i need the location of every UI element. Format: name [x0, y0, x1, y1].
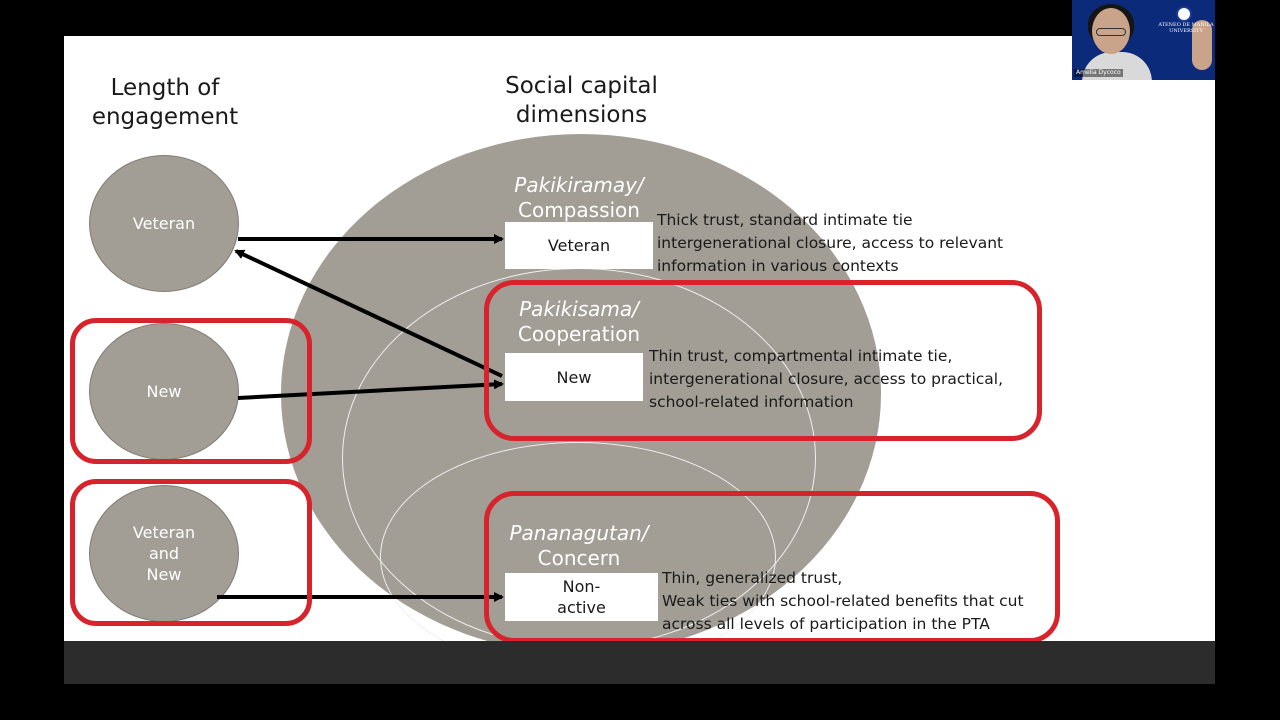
- webcam-thumbnail[interactable]: ATENEO DE MANILA UNIVERSITY Amelia Dycoc…: [1072, 0, 1215, 80]
- dimension-box-new: New: [505, 353, 643, 401]
- dimension-title-cooperation: Pakikisama/ Cooperation: [484, 297, 674, 347]
- presentation-bottom-bar: [64, 641, 1215, 684]
- engagement-circle-veteran: Veteran: [89, 155, 239, 292]
- highlight-concern-dimension: [484, 491, 1060, 641]
- university-seal-icon: [1176, 6, 1192, 22]
- social-capital-heading: Social capital dimensions: [505, 73, 658, 128]
- dimension-title-italic: Pakikiramay/: [514, 173, 644, 197]
- dimension-description-concern: Thin, generalized trust, Weak ties with …: [662, 569, 1024, 633]
- institution-name: ATENEO DE MANILA UNIVERSITY: [1158, 22, 1214, 34]
- dimension-title-compassion: Pakikiramay/ Compassion: [484, 173, 674, 223]
- engagement-circle-new: New: [89, 323, 239, 460]
- presentation-slide: Length of engagement Social capital dime…: [64, 36, 1215, 641]
- dimension-box-non-active: Non- active: [505, 573, 658, 621]
- dimension-box-veteran: Veteran: [505, 222, 653, 269]
- dimension-title-plain: Compassion: [518, 198, 640, 222]
- highlight-veteran-and-new-circle: [70, 479, 312, 626]
- dimension-title-italic: Pananagutan/: [509, 521, 649, 545]
- dimension-title-concern: Pananagutan/ Concern: [484, 521, 674, 571]
- glasses-icon: [1096, 28, 1126, 36]
- dimension-title-plain: Cooperation: [517, 322, 641, 346]
- highlight-cooperation-dimension: [484, 280, 1042, 441]
- arrow-new-to-cooperation: [237, 379, 504, 400]
- engagement-circle-veteran-and-new: Veteran and New: [89, 485, 239, 622]
- connector-arrows: [217, 234, 504, 602]
- participant-name: Amelia Dycoco: [1074, 69, 1123, 77]
- arrow-cooperation-to-veteran: [234, 249, 503, 378]
- length-of-engagement-heading: Length of engagement: [91, 75, 239, 130]
- raised-hand: [1192, 20, 1212, 70]
- dimension-description-cooperation: Thin trust, compartmental intimate tie, …: [649, 347, 1004, 411]
- dimension-title-italic: Pakikisama/: [519, 297, 639, 321]
- dimension-title-plain: Concern: [537, 546, 621, 570]
- dimension-description-compassion: Thick trust, standard intimate tie inter…: [657, 211, 1004, 275]
- highlight-new-circle: [70, 318, 312, 464]
